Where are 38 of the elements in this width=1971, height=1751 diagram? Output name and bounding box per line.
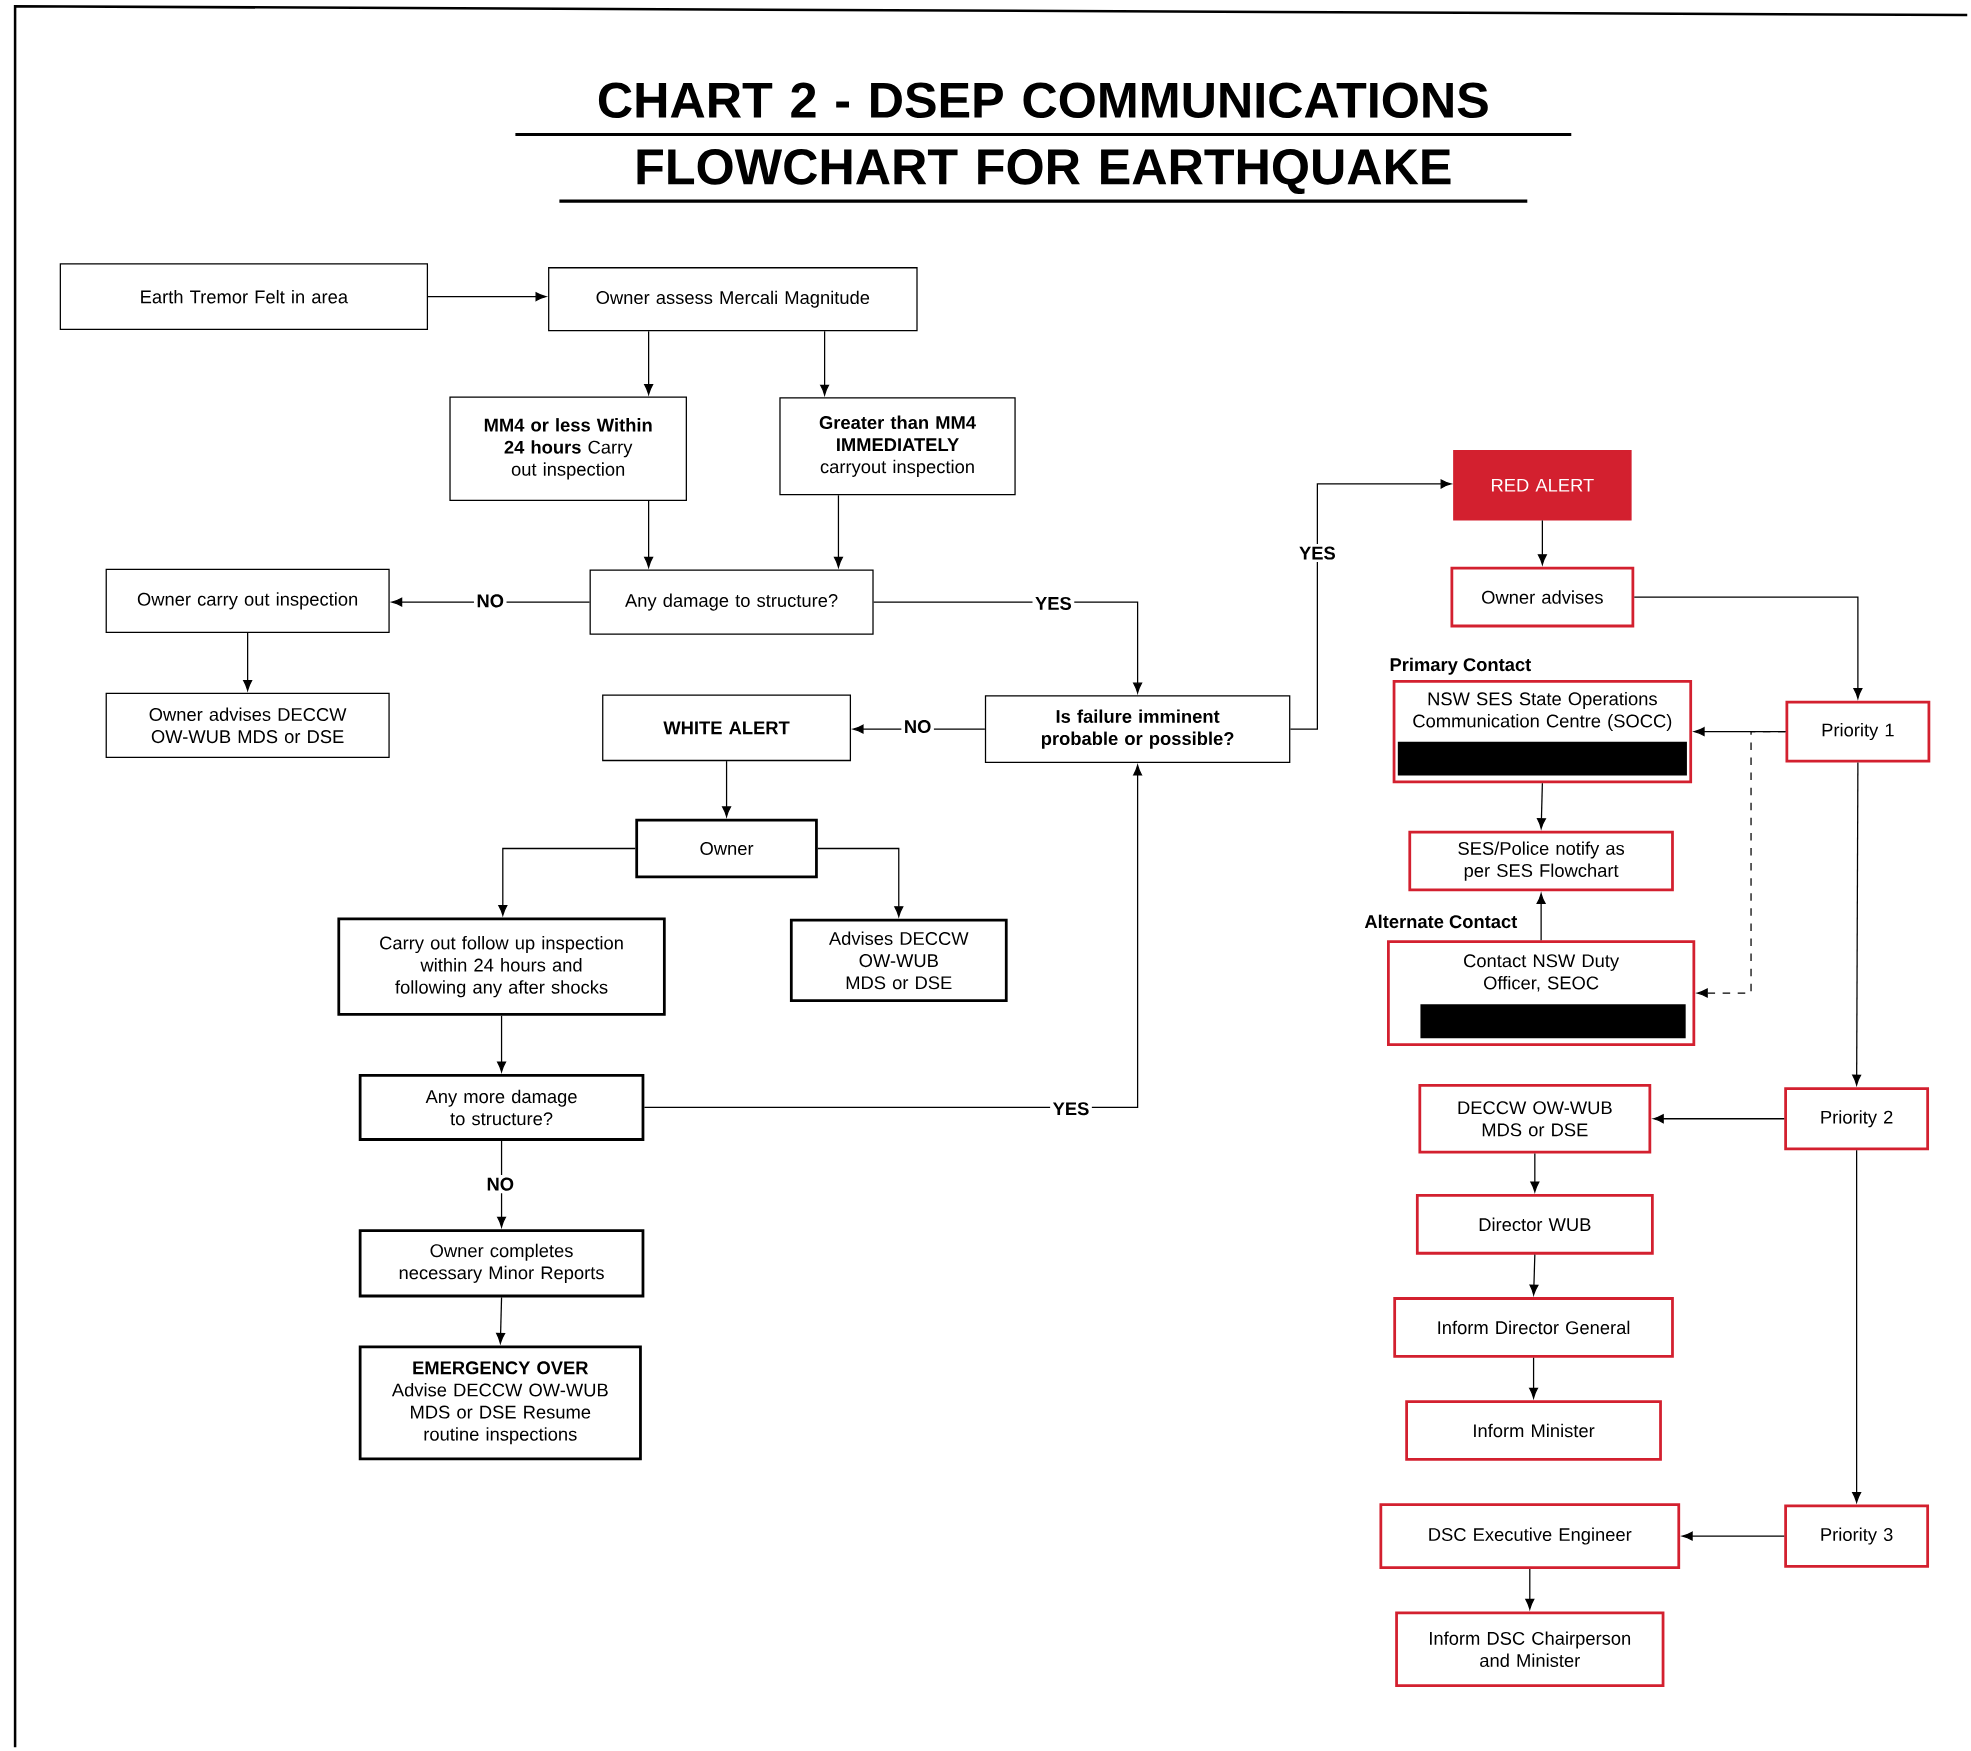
edge-label: NO [901, 717, 934, 736]
process-box: Inform Director General [1393, 1297, 1674, 1358]
title: CHART 2 - DSEP COMMUNICATIONS FLOWCHART FOR EARTHQUAKE [515, 82, 1572, 203]
process-box: Owner [635, 818, 818, 879]
process-box: Owner advises [1450, 566, 1635, 628]
process-box: NSW SES State Operations Communication Centre (SOCC) [1392, 679, 1693, 784]
process-box: MM4 or less Within 24 hours Carry out inspection [449, 396, 687, 501]
alert-box: RED ALERT [1453, 450, 1632, 521]
process-box: Earth Tremor Felt in area [59, 263, 429, 330]
process-box: Any more damage to structure? [358, 1074, 645, 1141]
process-box: Priority 3 [1784, 1504, 1930, 1568]
edge-label: NO [484, 1175, 517, 1194]
process-box: Owner completes necessary Minor Reports [358, 1229, 645, 1298]
alert-box: WHITE ALERT [602, 694, 851, 762]
process-box: Owner advises DECCW OW-WUB MDS or DSE [105, 692, 390, 758]
process-box: DECCW OW-WUB MDS or DSE [1418, 1084, 1652, 1154]
process-box: Owner carry out inspection [105, 568, 390, 633]
edge-label: YES [1032, 594, 1075, 613]
contact-heading: Primary Contact [1390, 657, 1531, 675]
process-box: Priority 2 [1784, 1087, 1930, 1151]
process-box: DSC Executive Engineer [1379, 1503, 1681, 1569]
contact-heading: Alternate Contact [1364, 914, 1518, 929]
edge-label: YES [1050, 1099, 1092, 1118]
edge-label: NO [473, 591, 507, 610]
process-box: Greater than MM4 IMMEDIATELY carryout inspection [779, 397, 1016, 496]
process-box: Inform Minister [1405, 1400, 1662, 1461]
process-box: Priority 1 [1785, 700, 1931, 763]
process-box: Inform DSC Chairperson and Minister [1395, 1611, 1665, 1688]
process-box: Director WUB [1415, 1194, 1654, 1255]
process-box: Any damage to structure? [589, 569, 874, 635]
process-box: Contact NSW Duty Officer, SEOC [1387, 940, 1696, 1046]
process-box: SES/Police notify as per SES Flowchart [1408, 830, 1674, 892]
process-box: Owner assess Mercali Magnitude [548, 267, 918, 332]
process-box: Carry out follow up inspection within 24 hours and following any after shocks [337, 917, 666, 1016]
process-box: EMERGENCY OVER Advise DECCW OW-WUB MDS or DSE Resume routine inspections [358, 1345, 642, 1461]
edge-label: YES [1296, 544, 1339, 563]
decision-box: Is failure imminent probable or possible? [984, 695, 1291, 763]
process-box: Advises DECCW OW-WUB MDS or DSE [789, 918, 1008, 1002]
